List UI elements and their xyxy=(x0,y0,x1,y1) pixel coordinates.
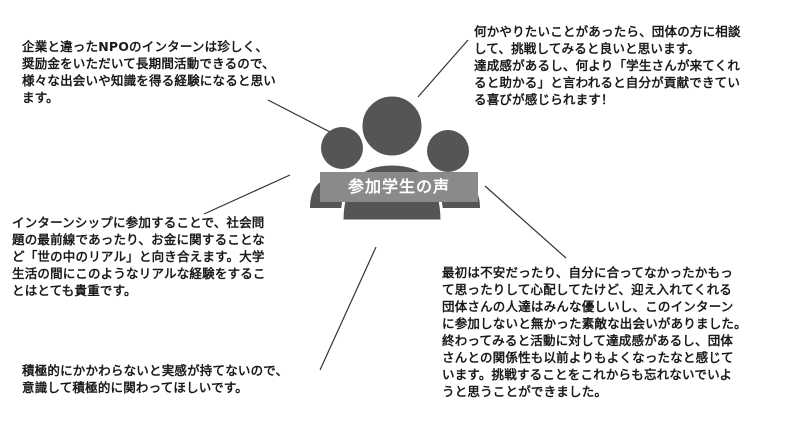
group-people-icon xyxy=(310,96,480,223)
quote-top-left: 企業と違ったNPOのインターンは珍しく、 奨励金をいただいて長期間活動できるので… xyxy=(22,39,277,105)
connector-mid-left xyxy=(203,174,291,215)
connector-top-left xyxy=(267,99,333,134)
quote-top-right: 何かやりたいことがあったら、団体の方に相談 して、挑戦してみると良いと思います。… xyxy=(474,24,741,107)
hub-title: 参加学生の声 xyxy=(320,172,478,202)
quote-mid-left: インターンシップに参加することで、社会問 題の最前線であったり、お金に関すること… xyxy=(12,215,266,298)
connector-bottom-left xyxy=(319,246,377,371)
connector-bottom-right xyxy=(484,185,567,259)
quote-bottom-right: 最初は不安だったり、自分に合ってなかったかもっ て思ったりして心配してたけど、迎… xyxy=(442,265,747,399)
connector-top-right xyxy=(417,39,469,98)
quote-bottom-left: 積極的にかかわらないと実感が持てないので、 意識して積極的に関わってほしいです。 xyxy=(22,363,289,395)
